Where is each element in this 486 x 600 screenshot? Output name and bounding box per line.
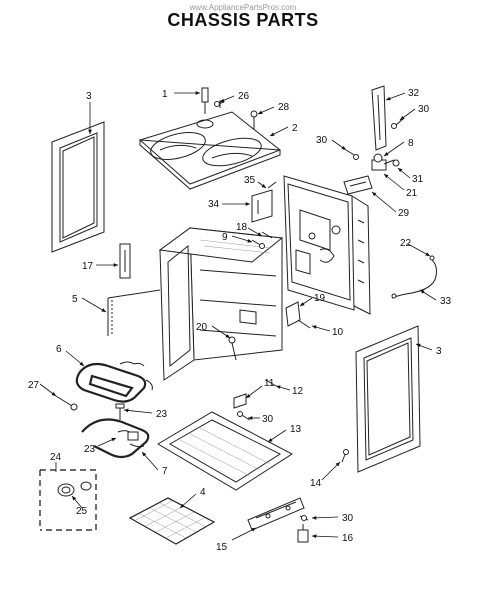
callout-23-upper: 23 — [156, 409, 168, 420]
oven-rack[interactable] — [128, 497, 216, 545]
door-gasket-right[interactable] — [355, 325, 421, 473]
callout-26: 26 — [238, 91, 250, 102]
callout-30-c: 30 — [262, 414, 274, 425]
callout-13: 13 — [290, 424, 302, 435]
callout-labels: 1 2 3 3 4 5 6 7 8 9 10 11 12 13 14 15 16… — [28, 88, 452, 553]
callout-6: 6 — [56, 344, 62, 355]
cooktop[interactable] — [138, 111, 282, 190]
screw-30-bottom[interactable] — [299, 515, 309, 521]
callout-22: 22 — [400, 238, 412, 249]
callout-33: 33 — [440, 296, 452, 307]
callout-31: 31 — [412, 174, 424, 185]
screw-35[interactable] — [267, 181, 277, 189]
igniter-kit-box[interactable] — [39, 469, 97, 531]
screw-27[interactable] — [55, 395, 78, 411]
door-gasket-left[interactable] — [51, 121, 105, 253]
screw-9[interactable] — [251, 239, 265, 249]
insulation-wire[interactable] — [107, 289, 161, 336]
callout-32: 32 — [408, 88, 420, 99]
callout-23-lower: 23 — [84, 444, 96, 455]
callout-1: 1 — [162, 89, 168, 100]
callout-11: 11 — [264, 378, 275, 389]
broil-element[interactable] — [81, 418, 150, 459]
callout-19: 19 — [314, 293, 326, 304]
drawer-glide[interactable] — [247, 497, 305, 531]
callout-18: 18 — [236, 222, 248, 233]
callout-14: 14 — [310, 478, 322, 489]
bake-element[interactable] — [75, 361, 153, 403]
callout-15: 15 — [216, 542, 228, 553]
screw-12[interactable] — [265, 379, 277, 387]
burner-pin[interactable] — [201, 87, 209, 114]
callout-8: 8 — [408, 138, 414, 149]
callout-20: 20 — [196, 322, 208, 333]
sensor-20[interactable] — [228, 336, 237, 361]
callout-5: 5 — [72, 294, 78, 305]
callout-12: 12 — [292, 386, 304, 397]
callout-2: 2 — [292, 123, 298, 134]
callout-28: 28 — [278, 102, 290, 113]
screw-30-mid[interactable] — [237, 411, 251, 421]
callout-30-b: 30 — [316, 135, 328, 146]
valve-cluster[interactable] — [371, 153, 400, 171]
wire-harness-22[interactable] — [391, 255, 437, 299]
leveling-leg[interactable] — [297, 524, 309, 543]
callout-25: 25 — [76, 506, 88, 517]
callout-35: 35 — [244, 175, 256, 186]
callout-21: 21 — [406, 188, 418, 199]
screw-28[interactable] — [250, 110, 258, 130]
callout-4: 4 — [200, 487, 206, 498]
callout-24: 24 — [50, 452, 62, 463]
callout-30-a: 30 — [418, 104, 430, 115]
leader-lines — [39, 91, 437, 541]
callout-7: 7 — [162, 466, 168, 477]
manifold-bracket[interactable] — [343, 175, 373, 195]
hinge-19[interactable] — [285, 301, 301, 327]
callout-30-d: 30 — [342, 513, 354, 524]
callout-17: 17 — [82, 261, 94, 272]
chassis-side-panel[interactable] — [283, 175, 371, 315]
callout-16: 16 — [342, 533, 354, 544]
callout-3-left: 3 — [86, 91, 92, 102]
callout-29: 29 — [398, 208, 410, 219]
callout-3-right: 3 — [436, 346, 442, 357]
broiler-pan[interactable] — [157, 411, 293, 491]
screw-30-upper[interactable] — [391, 117, 405, 129]
hinge-receiver[interactable] — [119, 243, 131, 279]
screw-30-top[interactable] — [345, 149, 359, 160]
bracket-34[interactable] — [251, 189, 273, 223]
screw-23-upper[interactable] — [115, 403, 125, 420]
screw-14[interactable] — [341, 449, 349, 463]
oven-cavity[interactable] — [158, 227, 284, 381]
page-title: CHASSIS PARTS — [167, 10, 319, 30]
callout-27: 27 — [28, 380, 40, 391]
callout-10: 10 — [332, 327, 344, 338]
callout-9: 9 — [222, 232, 228, 243]
watermark: www.AppliancePartsPros.com — [189, 3, 297, 12]
screw-10[interactable] — [297, 319, 311, 329]
callout-34: 34 — [208, 199, 220, 210]
rear-bracket[interactable] — [371, 85, 387, 151]
screw-18[interactable] — [261, 231, 273, 239]
bracket-11[interactable] — [233, 393, 247, 409]
